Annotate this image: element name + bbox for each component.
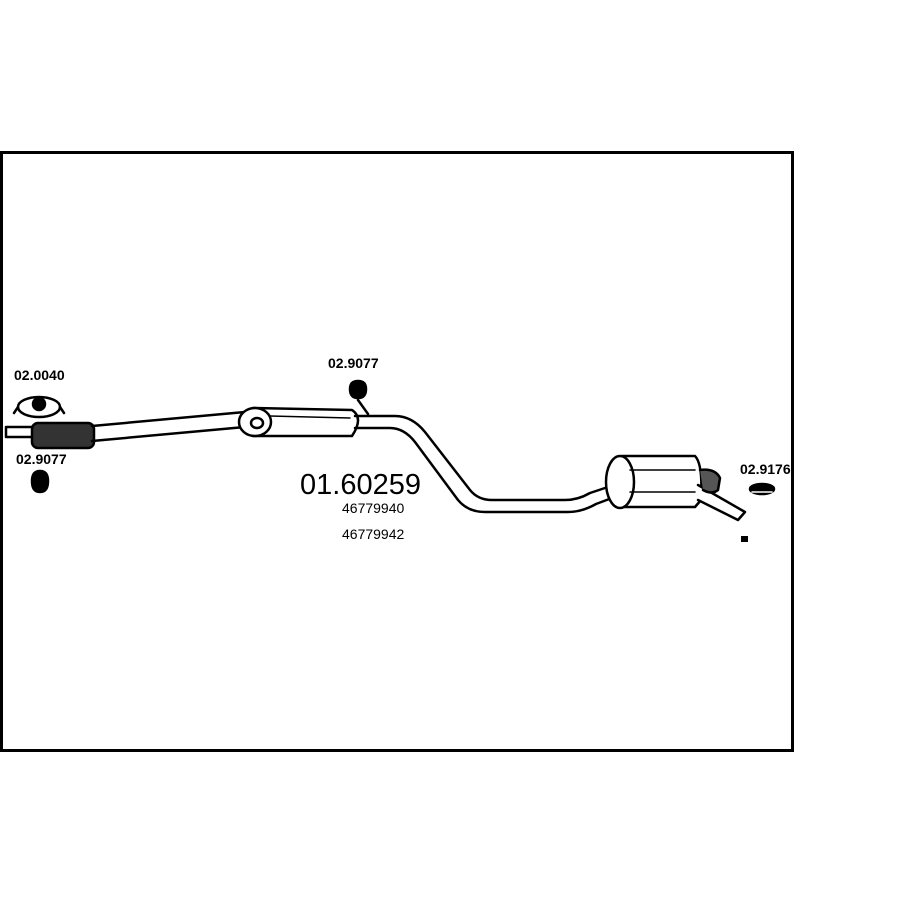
connecting-pipe — [353, 414, 614, 514]
center-silencer — [237, 406, 360, 438]
tail-end-marker — [741, 536, 748, 542]
hanger-right-icon — [748, 482, 776, 496]
hanger-right-label: 02.9176 — [740, 461, 791, 477]
hanger-middle-label: 02.9077 — [328, 355, 379, 371]
clamp-left-icon — [12, 395, 66, 419]
hanger-middle-icon — [348, 379, 370, 416]
hanger-left-icon — [30, 469, 50, 494]
tail-pipe — [696, 468, 747, 522]
part-number: 01.60259 — [300, 469, 421, 501]
rear-silencer — [604, 454, 703, 510]
hanger-left-label: 02.9077 — [16, 451, 67, 467]
front-pipe — [4, 410, 247, 450]
oe-number-2: 46779942 — [342, 526, 405, 542]
diagram-frame — [0, 151, 794, 752]
clamp-left-label: 02.0040 — [14, 367, 65, 383]
oe-number-1: 46779940 — [342, 500, 405, 516]
